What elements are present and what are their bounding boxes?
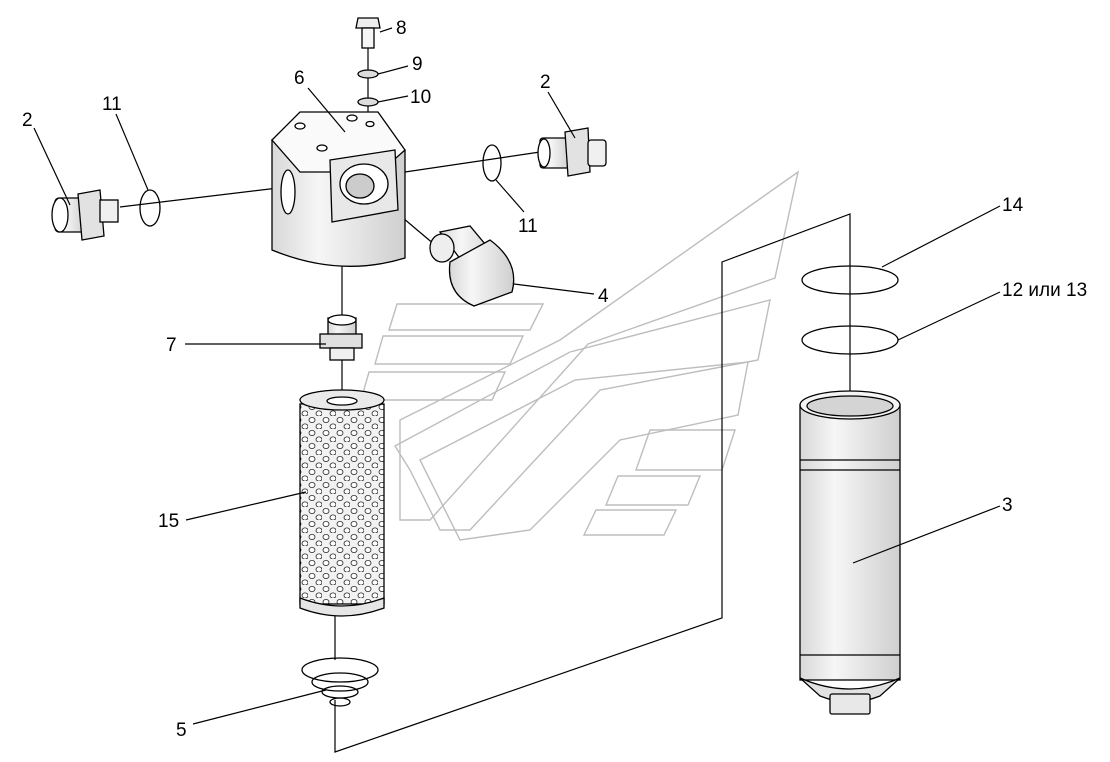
callout-label: 4 [598,286,609,307]
callout-label: 5 [176,720,187,741]
fitting-part-2-right [537,127,607,177]
o-ring-part-11-left [139,189,161,227]
callout-labels: 8 9 10 6 2 11 2 11 4 14 12 или 13 7 15 3… [22,18,1087,741]
callout-label: 8 [396,18,407,39]
callout-label: 11 [102,94,122,115]
callout-label: 12 или 13 [1002,280,1087,301]
watermark-logo [360,170,800,541]
callout-leaders [33,27,1001,725]
spring-part-5 [301,657,379,707]
callout-label: 9 [412,54,423,75]
nipple-part-7 [319,314,363,361]
callout-label: 3 [1002,495,1013,516]
o-ring-part-11-right [482,144,502,182]
callout-label: 11 [518,216,538,237]
callout-label: 6 [294,68,305,89]
washer-part-9 [357,69,379,79]
o-ring-part-14 [801,265,899,295]
filter-head-part-6 [271,111,406,267]
callout-label: 7 [166,335,177,356]
callout-label: 2 [540,72,551,93]
filter-element-part-15 [299,389,385,617]
callout-label: 2 [22,110,33,131]
callout-label: 14 [1002,195,1024,216]
callout-label: 10 [410,87,431,108]
valve-part-4 [429,225,515,307]
bolt-part-8 [355,17,381,49]
filter-bowl-part-3 [799,390,901,715]
washer-part-10 [357,97,379,107]
callout-label: 15 [158,511,179,532]
fitting-part-2-left [51,189,119,241]
